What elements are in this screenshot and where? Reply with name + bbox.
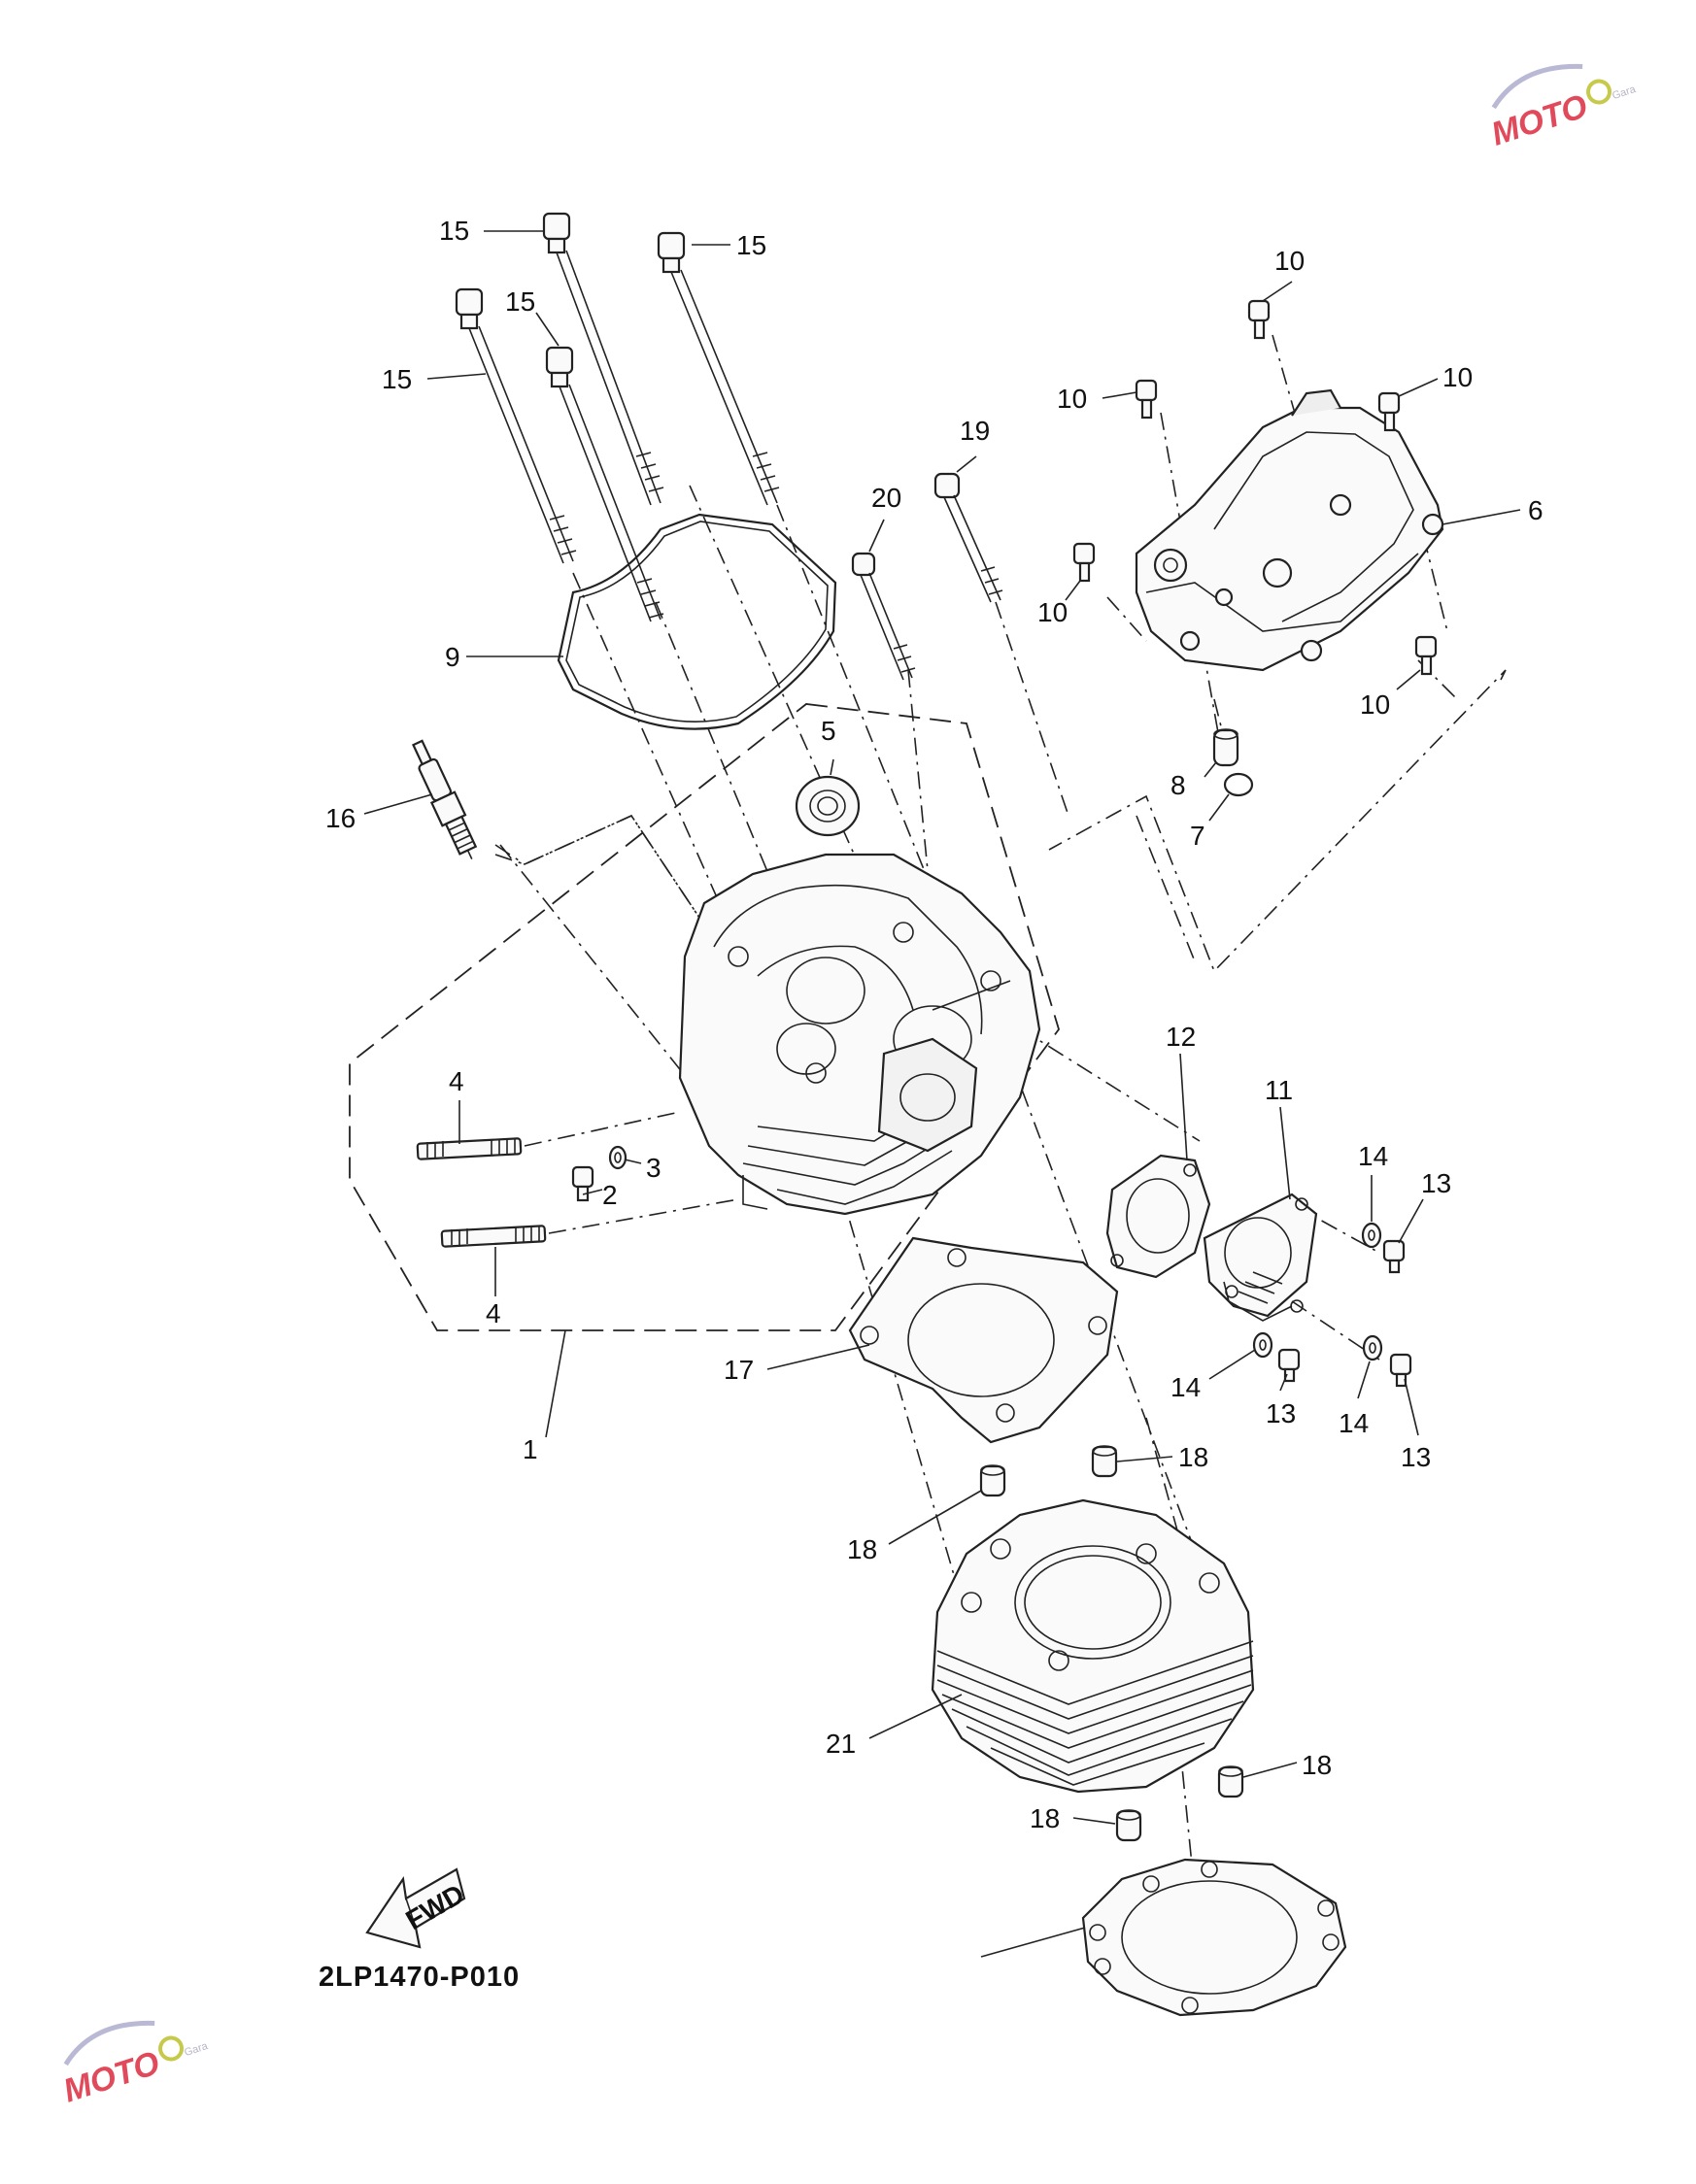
head-bolt-15b: [657, 231, 780, 506]
spark-plug-alignment: [494, 814, 710, 933]
dowel-18d: [1115, 1809, 1142, 1842]
bolt-10a: [1247, 299, 1271, 340]
part-label: 17: [724, 1355, 754, 1385]
part-label: 14: [1170, 1372, 1201, 1402]
bolt-19b: [851, 552, 916, 681]
head-gasket-17: [848, 1236, 1119, 1444]
part-label: 4: [486, 1298, 501, 1328]
dowel-18b: [1091, 1445, 1118, 1478]
leader-lines: [363, 230, 1521, 1958]
watermark-subtext: Gara: [183, 2040, 210, 2059]
oil-seal-5: [795, 775, 861, 837]
bolt-2: [571, 1165, 594, 1202]
part-label: 15: [439, 216, 469, 246]
dowel-8: [1212, 728, 1239, 767]
part-label: 8: [1170, 770, 1186, 800]
part-label: 10: [1057, 384, 1087, 414]
stud-bolt-4a: [416, 1137, 523, 1160]
part-label: 19: [960, 416, 990, 446]
part-labels: 15 15 15 15 9 19 20 5 16 4 4 2 3 1 10 10…: [325, 216, 1543, 1833]
part-label: 20: [871, 483, 901, 513]
head-bolt-15c: [455, 287, 577, 564]
part-label: 13: [1421, 1168, 1451, 1198]
part-label: 18: [1030, 1803, 1060, 1833]
bolt-19a: [933, 472, 1003, 603]
part-label: 15: [382, 364, 412, 394]
part-label: 13: [1401, 1442, 1431, 1472]
intake-joint-11: [1203, 1193, 1318, 1322]
stud-bolt-4b: [440, 1225, 547, 1248]
part-label: 12: [1166, 1022, 1196, 1052]
diagram-code: 2LP1470-P010: [319, 1962, 520, 1993]
part-label: 10: [1442, 362, 1473, 392]
bolt-10b: [1135, 379, 1158, 420]
part-label: 10: [1360, 689, 1390, 720]
cylinder-20: [931, 1498, 1255, 1794]
stud-alignment-a: [524, 1111, 681, 1147]
valve-cover-6: [1135, 388, 1444, 672]
part-label: 11: [1265, 1075, 1293, 1105]
washer-3: [608, 1145, 628, 1170]
bolt-10e: [1414, 635, 1438, 676]
part-label: 21: [826, 1729, 856, 1759]
gasket-12: [1105, 1154, 1211, 1279]
part-label: 1: [523, 1434, 538, 1464]
part-label: 16: [325, 803, 356, 833]
part-label: 15: [505, 286, 535, 317]
part-label: 18: [1178, 1442, 1208, 1472]
stud-alignment-b: [548, 1198, 739, 1234]
watermark-logo-bottom: MOTO Gara: [59, 2020, 210, 2110]
bolt-10d: [1072, 542, 1096, 583]
washer-14c: [1362, 1334, 1383, 1361]
part-label: 10: [1274, 246, 1305, 276]
part-label: 9: [445, 642, 460, 672]
spark-plug-16: [412, 739, 478, 859]
dowel-18a: [979, 1464, 1006, 1497]
part-label: 7: [1190, 821, 1205, 851]
head-bolt-15d: [545, 346, 664, 622]
bolt-13b: [1277, 1348, 1301, 1383]
part-label: 4: [449, 1066, 464, 1096]
part-label: 14: [1358, 1141, 1388, 1171]
o-ring-7: [1223, 772, 1254, 797]
part-label: 10: [1037, 597, 1068, 627]
valve-cover-gasket-9: [557, 513, 837, 730]
bolt-13a: [1382, 1239, 1406, 1274]
washer-14a: [1361, 1222, 1382, 1249]
part-label: 3: [646, 1153, 661, 1183]
part-label: 5: [821, 716, 836, 746]
part-label: 6: [1528, 495, 1543, 525]
bolt-10c: [1377, 391, 1401, 432]
watermark-subtext: Gara: [1611, 84, 1638, 102]
part-label: 15: [736, 230, 766, 260]
washer-14b: [1252, 1331, 1273, 1359]
base-gasket-21: [1081, 1858, 1347, 2017]
part-label: 18: [1302, 1750, 1332, 1780]
part-label: 14: [1339, 1408, 1369, 1438]
cylinder-head-assembly-outline: [349, 703, 1060, 1331]
cylinder-head: [678, 853, 1041, 1216]
watermark-logo-top: MOTO Gara: [1487, 63, 1638, 153]
head-bolt-15a: [542, 212, 664, 506]
part-label: 13: [1266, 1398, 1296, 1428]
bolt-13c: [1389, 1353, 1412, 1388]
part-label: 18: [847, 1534, 877, 1564]
forward-direction-arrow: FWD: [365, 1867, 469, 1949]
part-label: 2: [602, 1180, 618, 1210]
dowel-18c: [1217, 1765, 1244, 1798]
